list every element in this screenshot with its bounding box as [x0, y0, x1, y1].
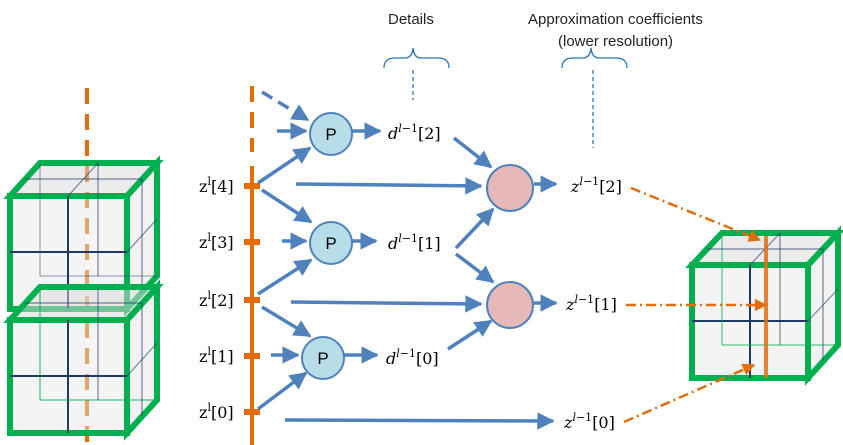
approx-label-2: zl−1[2] [570, 175, 622, 196]
left-cube-stack [3, 155, 164, 441]
predict-label: P [317, 349, 328, 368]
tick-z4 [244, 183, 260, 189]
input-label-z4: zl[4] [199, 175, 234, 196]
approx-label-0: zl−1[0] [563, 411, 615, 432]
approximation-brace [561, 47, 628, 69]
predict-node-bottom: P [301, 336, 345, 380]
predict-label: P [325, 234, 336, 253]
details-brace [383, 47, 450, 69]
tick-z2 [244, 297, 260, 303]
predict-label: P [325, 125, 336, 144]
detail-label-2: dl−1[2] [388, 122, 441, 143]
tick-z3 [244, 239, 260, 245]
tick-z1 [244, 353, 260, 359]
approx-label-1: zl−1[1] [565, 293, 617, 314]
input-label-z2: zl[2] [199, 289, 234, 310]
details-header: Details [388, 11, 434, 28]
mapping-arrows [623, 186, 768, 424]
lifting-arrows [256, 90, 558, 430]
input-label-z3: zl[3] [199, 231, 234, 252]
upper-cube [3, 155, 164, 317]
approximation-header: Approximation coefficients [528, 11, 703, 28]
lower-cube [3, 279, 164, 441]
update-node-bottom [486, 281, 534, 329]
predict-node-middle: P [309, 221, 353, 265]
predict-node-top: P [309, 112, 353, 156]
input-label-z0: zl[0] [199, 401, 234, 422]
tick-z0 [244, 409, 260, 415]
update-node-top [486, 164, 534, 212]
signal-ticks [244, 183, 260, 415]
approximation-subheader: (lower resolution) [558, 33, 674, 50]
detail-label-1: dl−1[1] [388, 232, 441, 253]
input-label-z1: zl[1] [199, 345, 234, 366]
detail-label-0: dl−1[0] [386, 347, 439, 368]
